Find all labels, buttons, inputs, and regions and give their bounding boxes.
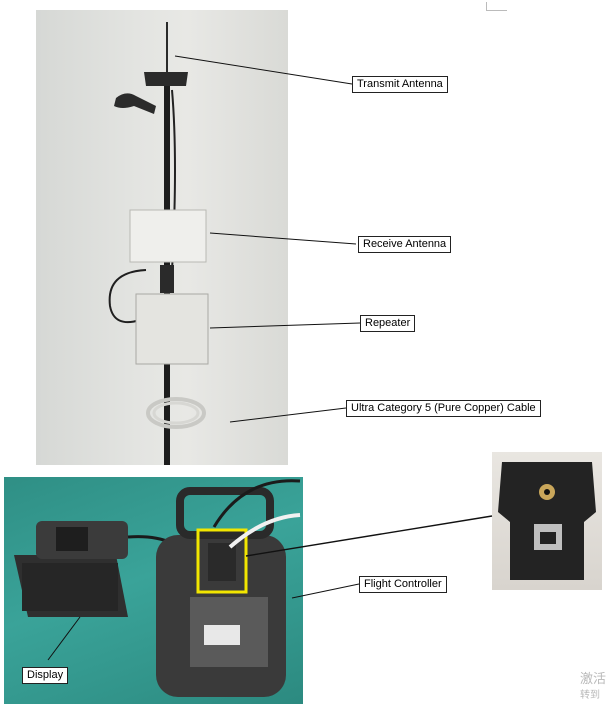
- connector-drawing: [498, 462, 596, 580]
- label-flight-controller: Flight Controller: [359, 576, 447, 593]
- label-cable: Ultra Category 5 (Pure Copper) Cable: [346, 400, 541, 417]
- leader-flight-controller: [291, 583, 360, 599]
- page-corner-mark: [486, 2, 507, 11]
- activation-watermark: 激活 转到: [580, 672, 606, 704]
- display-hood: [22, 563, 118, 611]
- flight-controller-sticker: [204, 625, 240, 645]
- leader-repeater: [209, 322, 361, 329]
- repeater-bracket: [160, 265, 174, 293]
- holder-arm: [114, 93, 156, 114]
- watermark-line-2: 转到: [580, 690, 600, 701]
- pole-assembly-drawing: [108, 22, 209, 465]
- cable-coil: [146, 397, 206, 429]
- repeater-cable-loop: [108, 269, 147, 324]
- leader-transmit-antenna: [174, 55, 353, 85]
- watermark-line-1: 激活: [580, 672, 607, 687]
- flight-controller-handle: [176, 487, 274, 539]
- leader-receive-antenna: [209, 232, 357, 245]
- repeater-box: [135, 293, 209, 365]
- connector-closeup-photo: [492, 452, 602, 590]
- receive-antenna-panel: [129, 209, 207, 263]
- table-drawing: [14, 479, 301, 697]
- ethernet-cable: [228, 513, 301, 549]
- antenna-clamp: [144, 72, 188, 86]
- leader-display: [47, 616, 81, 661]
- label-repeater: Repeater: [360, 315, 416, 332]
- label-transmit-antenna: Transmit Antenna: [352, 76, 448, 93]
- leader-cable: [229, 407, 347, 423]
- transmit-antenna-whip: [166, 22, 168, 82]
- label-display: Display: [22, 667, 69, 684]
- pole-assembly-photo: [36, 10, 288, 465]
- display-screen: [56, 527, 88, 551]
- leader-connector-closeup: [245, 515, 493, 557]
- connector-highlight-box: [196, 528, 248, 594]
- table-photo: [4, 477, 303, 704]
- connector-plate: [498, 462, 596, 580]
- label-receive-antenna: Receive Antenna: [358, 236, 452, 253]
